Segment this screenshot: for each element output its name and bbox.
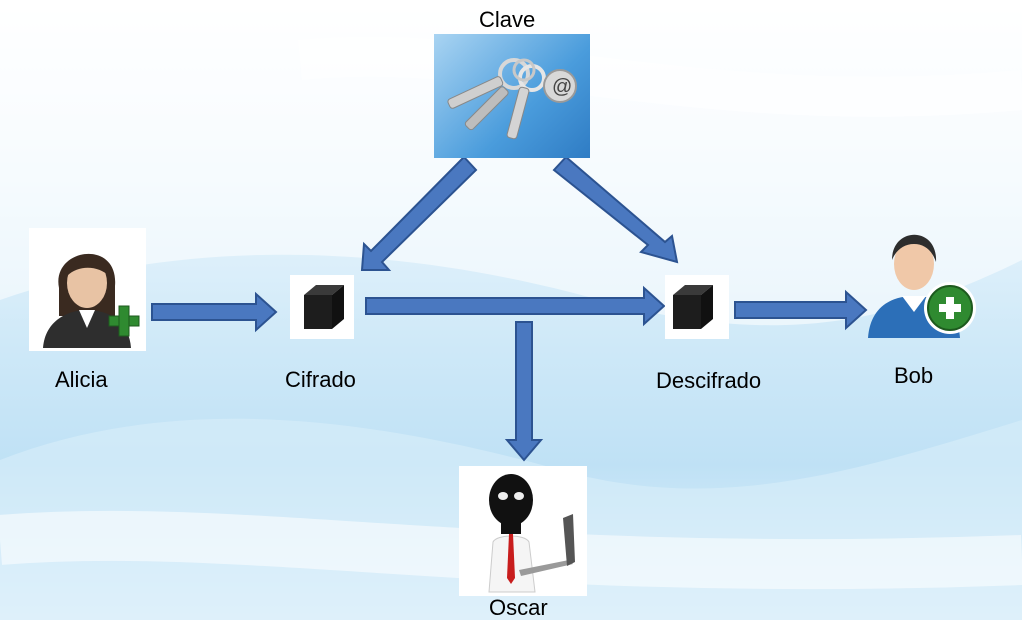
- descifrado-image: [665, 275, 729, 339]
- alicia-label: Alicia: [55, 367, 108, 392]
- arrow-clave-descifrado: [552, 155, 679, 264]
- arrow-alicia-cifrado: [151, 291, 278, 333]
- arrow-cifrado-descifrado: [365, 285, 666, 327]
- hacker-laptop-icon: [488, 474, 575, 593]
- bob-label: Bob: [894, 363, 934, 388]
- arrow-descifrado-bob: [734, 289, 868, 331]
- cifrado-image: [290, 275, 354, 339]
- arrow-clave-cifrado: [360, 155, 478, 271]
- oscar-image: [459, 466, 587, 596]
- alicia-image: [29, 228, 146, 351]
- man-add-user-icon: [868, 234, 976, 338]
- arrow-down-oscar: [504, 321, 544, 462]
- woman-add-user-icon: [43, 253, 140, 348]
- svg-text:@: @: [552, 76, 572, 98]
- black-cube-icon: [673, 285, 713, 329]
- clave-label: Clave: [479, 7, 536, 32]
- black-cube-icon: [304, 285, 344, 329]
- oscar-label: Oscar: [489, 595, 548, 620]
- keys-image: @: [434, 34, 590, 158]
- descifrado-label: Descifrado: [656, 368, 762, 393]
- cifrado-label: Cifrado: [285, 367, 356, 392]
- keys-icon: @: [447, 58, 577, 140]
